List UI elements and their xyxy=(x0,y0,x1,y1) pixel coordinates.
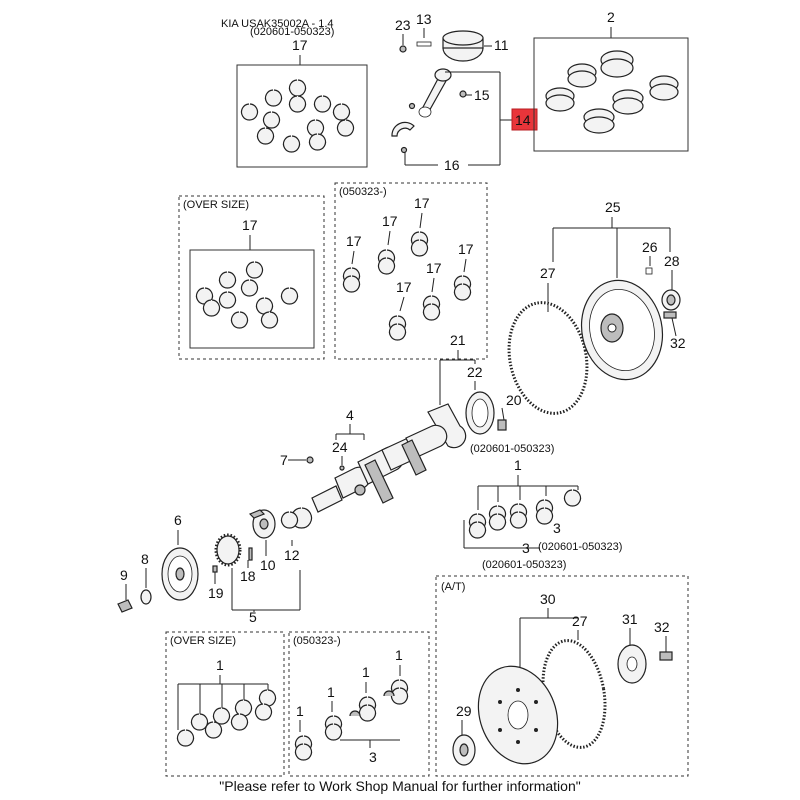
callout-9: 9 xyxy=(120,567,128,583)
timing-parts-callouts: 6 8 9 12 10 18 19 5 xyxy=(117,512,301,625)
callout-32-lower: 32 xyxy=(654,619,670,635)
callout-17-top: 17 xyxy=(292,37,308,53)
callout-17-b: 17 xyxy=(382,213,398,229)
callout-24: 24 xyxy=(332,439,348,455)
callout-4: 4 xyxy=(346,407,354,423)
oversize-bearing-group-upper[interactable]: (OVER SIZE) 17 xyxy=(178,195,325,360)
label-date-range-c: (020601-050323) xyxy=(482,559,566,571)
callout-20: 20 xyxy=(506,392,522,408)
label-range-upper: (050323-) xyxy=(339,186,387,198)
oversize-bearing-group-lower[interactable]: (OVER SIZE) 1 xyxy=(165,631,285,777)
callout-14: 14 xyxy=(515,112,531,128)
label-date-range-b: (020601-050323) xyxy=(538,541,622,553)
header-model-code: KIA USAK35002A - 1.4 xyxy=(221,18,334,30)
callout-3-a: 3 xyxy=(553,520,561,536)
callout-18: 18 xyxy=(240,568,256,584)
label-at: (A/T) xyxy=(441,581,465,593)
callout-17-d: 17 xyxy=(458,241,474,257)
callout-1-right: 1 xyxy=(514,457,522,473)
callout-11: 11 xyxy=(494,37,509,53)
callout-17-f: 17 xyxy=(396,279,412,295)
callout-17-a: 17 xyxy=(414,195,430,211)
callout-15: 15 xyxy=(474,87,490,103)
label-oversize-upper: (OVER SIZE) xyxy=(183,199,249,211)
callout-23: 23 xyxy=(395,17,411,33)
callout-1-oversize: 1 xyxy=(216,657,224,673)
callout-32-upper: 32 xyxy=(670,335,686,351)
callout-13: 13 xyxy=(416,11,432,27)
callout-16: 16 xyxy=(444,157,460,173)
flywheel-assembly-25[interactable]: 25 26 28 27 32 xyxy=(499,199,686,421)
callout-25: 25 xyxy=(605,199,621,215)
callout-5: 5 xyxy=(249,609,257,625)
piston-connecting-rod-assembly[interactable]: 23 13 11 15 16 xyxy=(391,11,512,173)
piston-ring-set-2[interactable]: 2 xyxy=(533,9,689,152)
callout-1-l2: 1 xyxy=(362,664,370,680)
footer-note: "Please refer to Work Shop Manual for fu… xyxy=(219,778,581,794)
callout-30: 30 xyxy=(540,591,556,607)
label-range-lower: (050323-) xyxy=(293,635,341,647)
callout-3-lower: 3 xyxy=(369,749,377,765)
at-drive-plate-group[interactable]: (A/T) 30 27 31 32 29 xyxy=(435,575,689,777)
crankshaft-assembly[interactable]: 21 22 20 (020601-050323) 4 24 7 xyxy=(212,332,554,573)
callout-14-highlight[interactable]: 14 xyxy=(511,108,538,131)
callout-22: 22 xyxy=(467,364,483,380)
callout-3-b: 3 xyxy=(522,540,530,556)
callout-26: 26 xyxy=(642,239,658,255)
callout-2: 2 xyxy=(607,9,615,25)
callout-1-l3: 1 xyxy=(327,684,335,700)
callout-8: 8 xyxy=(141,551,149,567)
callout-19: 19 xyxy=(208,585,224,601)
label-oversize-lower: (OVER SIZE) xyxy=(170,635,236,647)
callout-12: 12 xyxy=(284,547,300,563)
main-bearing-group-1[interactable]: 1 3 3 (020601-050323) (020601-050323) xyxy=(463,457,622,571)
callout-21: 21 xyxy=(450,332,466,348)
callout-6: 6 xyxy=(174,512,182,528)
header-date-range: (020601-050323) xyxy=(250,26,334,38)
callout-27-lower: 27 xyxy=(572,613,588,629)
bearing-group-050323-lower[interactable]: (050323-) 1 1 1 1 3 xyxy=(288,631,430,777)
label-date-range-a: (020601-050323) xyxy=(470,443,554,455)
callout-31: 31 xyxy=(622,611,638,627)
callout-7: 7 xyxy=(280,452,288,468)
callout-10: 10 xyxy=(260,557,276,573)
callout-27-upper: 27 xyxy=(540,265,556,281)
callout-29: 29 xyxy=(456,703,472,719)
main-bearing-set-17[interactable]: 17 xyxy=(236,37,368,168)
callout-17-c: 17 xyxy=(346,233,362,249)
callout-28: 28 xyxy=(664,253,680,269)
bearing-group-050323-upper[interactable]: (050323-) 17 17 17 17 17 17 xyxy=(334,182,488,360)
callout-1-l4: 1 xyxy=(296,703,304,719)
callout-1-l1: 1 xyxy=(395,647,403,663)
callout-17-e: 17 xyxy=(426,260,442,276)
callout-17-oversize: 17 xyxy=(242,217,258,233)
